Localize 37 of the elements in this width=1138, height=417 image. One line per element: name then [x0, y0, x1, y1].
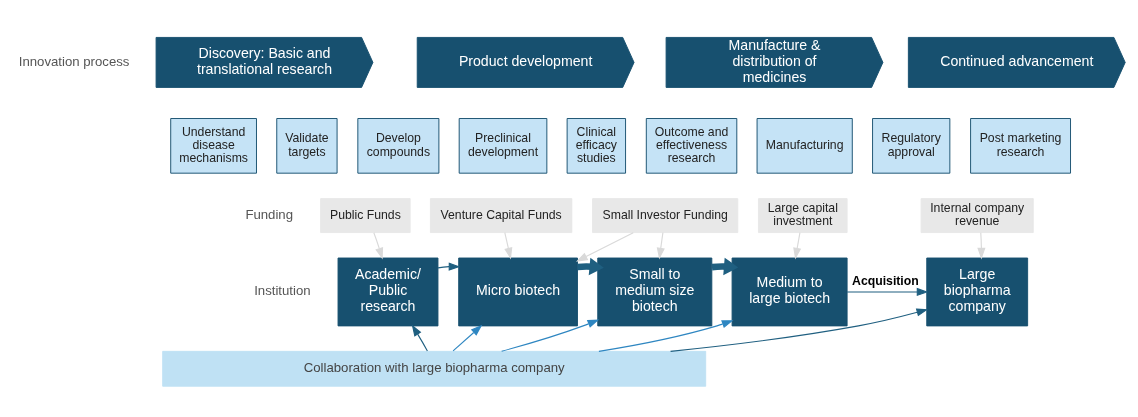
node-box: Internal company revenue: [920, 197, 1034, 233]
arrow: [373, 231, 384, 259]
node-box: Venture Capital Funds: [429, 197, 573, 233]
node-box: Clinical efficacy studies: [566, 117, 627, 174]
arrow: [504, 231, 513, 259]
node-box: Preclinical development: [458, 117, 548, 174]
node-box: Large biopharma company: [926, 257, 1029, 326]
arrow: [575, 231, 634, 262]
node-box: Manufacturing: [756, 117, 853, 174]
arrow: [411, 324, 428, 351]
node-box: Academic/ Public research: [337, 257, 439, 326]
arrow: [656, 231, 665, 259]
arrow: [670, 307, 929, 352]
node-box: Regulatory approval: [872, 117, 951, 174]
node-box: Micro biotech: [458, 257, 578, 326]
node-box: Public Funds: [320, 197, 411, 233]
node-box: Medium to large biotech: [731, 257, 848, 326]
arrow: [977, 231, 986, 259]
edge-label: Acquisition: [852, 273, 919, 288]
node-box: Post marketing research: [970, 117, 1071, 174]
node-box: Develop compounds: [357, 117, 440, 174]
arrow: [598, 319, 734, 352]
label: Innovation process: [18, 53, 130, 69]
arrow: [846, 287, 929, 296]
node-box: Small Investor Funding: [592, 197, 739, 233]
label: Funding: [245, 206, 294, 222]
node-box: Large capital investment: [758, 197, 848, 233]
arrow: [452, 324, 483, 351]
node-box: Small to medium size biotech: [597, 257, 713, 326]
arrow: [793, 231, 802, 259]
node-box: Understand disease mechanisms: [170, 117, 257, 174]
node-box: Validate targets: [276, 117, 338, 174]
arrow: [501, 319, 600, 352]
arrow: [437, 262, 461, 271]
node-box: Outcome and effectiveness research: [645, 117, 738, 174]
label: Institution: [254, 282, 311, 298]
node-box: Collaboration with large biopharma company: [162, 350, 707, 387]
